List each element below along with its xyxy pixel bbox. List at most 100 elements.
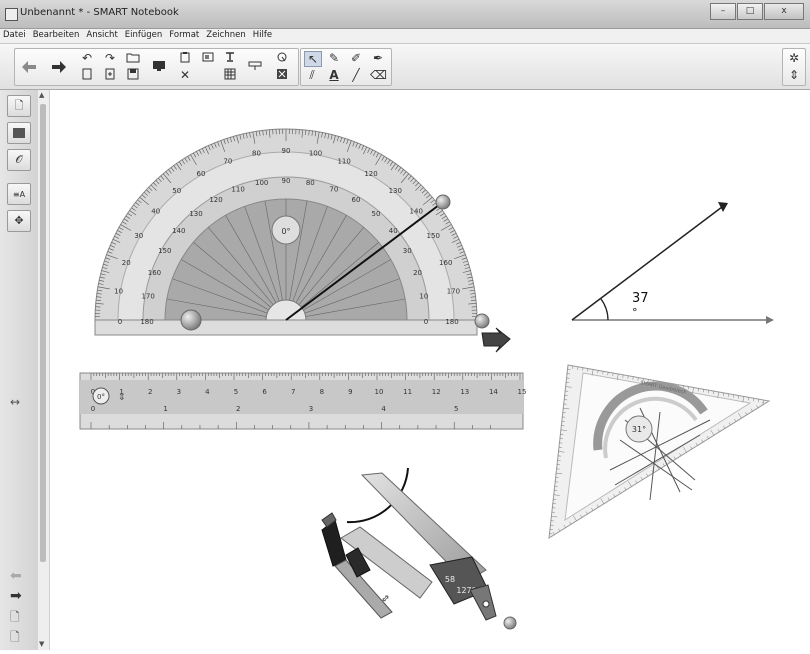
settings-button[interactable]: ✲: [786, 51, 802, 65]
protractor-inner-label: 130: [189, 210, 202, 218]
tab-addons[interactable]: ✥: [7, 210, 31, 232]
page-sorter-button[interactable]: [79, 68, 95, 82]
eraser-tool-button[interactable]: ⌫: [370, 68, 386, 82]
protractor-outer-label: 100: [309, 150, 322, 158]
measurement-tools-button[interactable]: [274, 51, 290, 65]
scroll-up-arrow[interactable]: ▲: [39, 91, 44, 99]
menu-ansicht[interactable]: Ansicht: [83, 29, 121, 40]
compass-tool-icon: [276, 51, 288, 63]
open-button[interactable]: [125, 51, 141, 65]
back-button[interactable]: [21, 60, 37, 74]
magic-pen-button[interactable]: ✒: [370, 51, 386, 65]
close-button[interactable]: x: [764, 3, 804, 20]
protractor-rotate-handle[interactable]: [181, 310, 201, 330]
protractor-outer-label: 110: [337, 157, 350, 165]
menu-einfuegen[interactable]: Einfügen: [122, 29, 167, 40]
screen-shade-button[interactable]: [247, 60, 263, 74]
new-page-icon: 🗋: [10, 610, 20, 624]
protractor-inner-label: 110: [231, 185, 244, 193]
tab-gallery[interactable]: [7, 122, 31, 144]
protractor-inner-label: 20: [413, 269, 422, 277]
screen-capture-button[interactable]: [200, 51, 216, 65]
gallery-icon: [12, 127, 26, 139]
eraser-icon: ⌫: [370, 68, 387, 82]
maximize-button[interactable]: □: [737, 3, 763, 20]
menu-format[interactable]: Format: [166, 29, 203, 40]
pens-icon: ⫽: [309, 68, 314, 82]
sidebar-resize-handle[interactable]: ↔: [10, 395, 20, 409]
geodreieck[interactable]: 31° SMART Geodreieck: [549, 365, 769, 538]
sidebar-scrollbar[interactable]: ▲ ▼: [38, 90, 50, 650]
next-page-button[interactable]: ➡: [10, 588, 22, 604]
window-title: Unbenannt * - SMART Notebook: [20, 7, 179, 18]
protractor-inner-label: 150: [158, 247, 171, 255]
move-toolbar-button[interactable]: ⇕: [786, 68, 802, 82]
menu-bearbeiten[interactable]: Bearbeiten: [30, 29, 84, 40]
display-button[interactable]: [151, 59, 167, 73]
delete-button[interactable]: ✕: [177, 68, 193, 82]
select-tool-button[interactable]: ↖: [304, 51, 322, 67]
protractor-inner-label: 70: [329, 185, 338, 193]
ruler-inch-label: 3: [309, 405, 313, 413]
toolbar: ↶ ↷ ✕ ↖ ✎ ✐ ✒ ⫽ A ╱ ⌫ ✲ ⇕: [0, 44, 810, 90]
protractor-base-label-right: 180: [445, 318, 458, 326]
toolbar-group-tools: ↖ ✎ ✐ ✒ ⫽ A ╱ ⌫: [300, 48, 392, 86]
ruler-inch-label: 5: [454, 405, 458, 413]
save-button[interactable]: [125, 68, 141, 82]
pen-icon: ✎: [329, 51, 339, 65]
ruler-resize-icon[interactable]: ⇕: [118, 392, 126, 403]
new-page-button[interactable]: [102, 68, 118, 82]
add-page-button[interactable]: 🗋: [10, 608, 20, 629]
text-tool-button[interactable]: A: [326, 68, 342, 82]
save-icon: [127, 68, 139, 80]
protractor-resize-handle[interactable]: [475, 314, 489, 328]
angle-arc: [601, 299, 608, 320]
line-tool-button[interactable]: ╱: [348, 68, 364, 82]
ruler-cm-label: 10: [375, 388, 384, 396]
delete-page-button[interactable]: 🗋: [10, 628, 20, 649]
menu-datei[interactable]: Datei: [0, 29, 30, 40]
previous-page-button[interactable]: ⬅: [10, 568, 22, 584]
forward-button[interactable]: [51, 60, 67, 74]
menu-hilfe[interactable]: Hilfe: [250, 29, 276, 40]
protractor-arm-handle[interactable]: [436, 195, 450, 209]
protractor-inner-label: 90: [282, 177, 291, 185]
protractor-inner-label: 50: [372, 210, 381, 218]
creative-pen-button[interactable]: ✐: [348, 51, 364, 65]
redo-button[interactable]: ↷: [102, 51, 118, 65]
paste-button[interactable]: [177, 51, 193, 65]
protractor-move-arrow-icon[interactable]: [482, 328, 510, 352]
angle-unit: °: [632, 306, 638, 319]
shape-recognition-button[interactable]: ⫽: [304, 68, 320, 82]
tab-attachments[interactable]: 𝒪: [7, 149, 31, 171]
menu-zeichnen[interactable]: Zeichnen: [203, 29, 249, 40]
redo-icon: ↷: [105, 51, 115, 65]
monitor-icon: [151, 59, 167, 73]
compass-rotate-handle[interactable]: [504, 617, 516, 629]
table-icon: [224, 68, 236, 80]
protractor-outer-label: 80: [252, 150, 261, 158]
tab-page-sorter[interactable]: 🗋: [7, 95, 31, 117]
page-icon: [81, 68, 93, 80]
protractor-outer-label: 140: [410, 208, 423, 216]
angle-drawing[interactable]: 37 °: [572, 202, 774, 324]
document-camera-button[interactable]: [222, 51, 238, 65]
compass[interactable]: ⇕ 58 127°: [322, 468, 516, 629]
protractor-inner-label: 10: [419, 293, 428, 301]
app-icon: [5, 8, 18, 21]
ruler-inch-label: 4: [381, 405, 386, 413]
protractor-outer-label: 120: [364, 170, 377, 178]
table-button[interactable]: [222, 68, 238, 82]
minimize-button[interactable]: –: [710, 3, 736, 20]
tab-properties[interactable]: ≡A: [7, 183, 31, 205]
undo-button[interactable]: ↶: [79, 51, 95, 65]
pen-tool-button[interactable]: ✎: [326, 51, 342, 65]
scroll-down-arrow[interactable]: ▼: [39, 640, 44, 648]
scrollbar-thumb[interactable]: [40, 104, 46, 562]
full-screen-button[interactable]: [274, 68, 290, 82]
protractor-inner-label: 60: [352, 196, 361, 204]
